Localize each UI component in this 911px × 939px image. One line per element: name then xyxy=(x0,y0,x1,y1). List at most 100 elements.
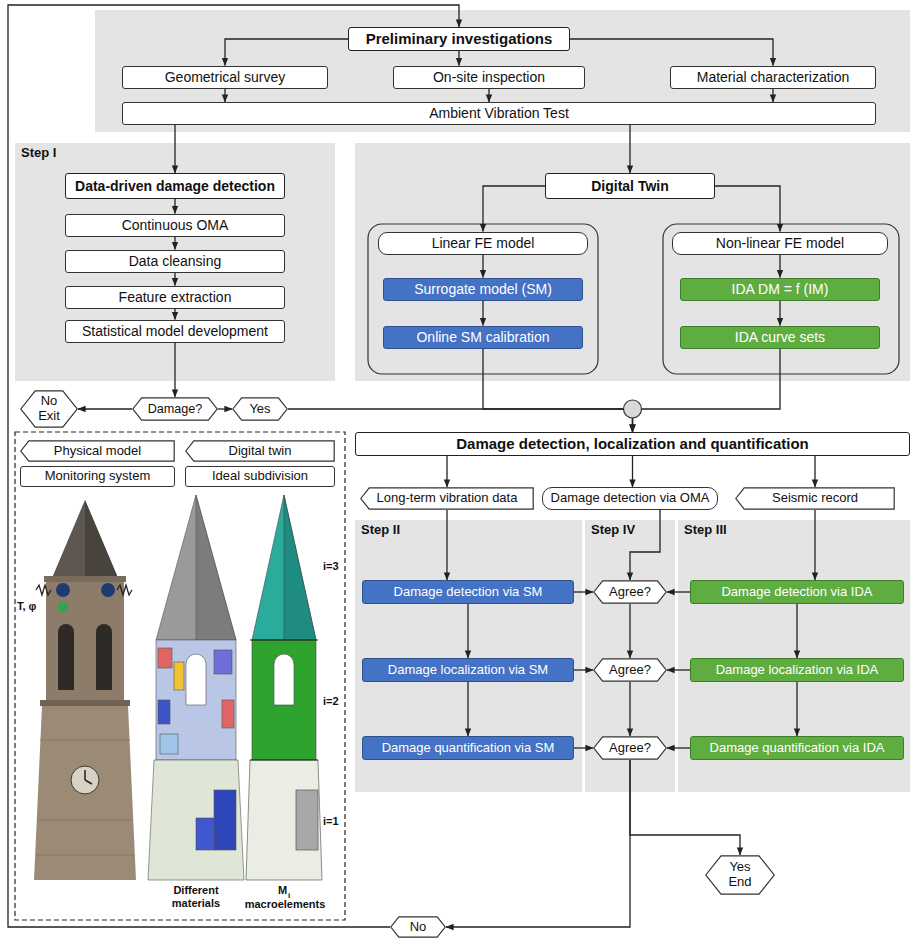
shape-polygon xyxy=(391,917,445,937)
flow-arrow xyxy=(715,186,780,232)
step-panel-ground xyxy=(355,520,582,792)
macroelement-model xyxy=(246,495,322,880)
ida-step: IDA DM = f (IM) xyxy=(680,278,880,301)
heading-box: Data-driven damage detection xyxy=(65,173,285,199)
shape-polygon xyxy=(594,737,666,759)
flow-arrow xyxy=(772,89,773,103)
process-box: Material characterization xyxy=(670,66,876,89)
flow-arrow xyxy=(78,408,132,409)
node-text: Damage? xyxy=(148,402,203,417)
surrogate-step: Surrogate model (SM) xyxy=(383,278,583,301)
annotation-label: T, φ xyxy=(16,600,37,613)
annotation-label: macroelements xyxy=(240,898,330,911)
node-text: Digital twin xyxy=(229,444,292,459)
tower-shaft xyxy=(34,706,136,880)
heading-box: Preliminary investigations xyxy=(348,27,570,51)
shape-polygon xyxy=(706,856,774,894)
heading-box: Digital Twin xyxy=(545,173,715,199)
shaft xyxy=(148,760,244,880)
node-text: Agree? xyxy=(609,663,651,678)
node-text: Damage detection via OMA xyxy=(551,491,710,506)
annotation-label: i=2 xyxy=(323,695,339,708)
ida-step: Damage localization via IDA xyxy=(690,658,904,682)
decision-hexagon: Agree? xyxy=(593,736,667,760)
node-text: Digital Twin xyxy=(591,178,669,194)
flow-arrow xyxy=(174,237,175,250)
window xyxy=(96,624,112,690)
macro-division xyxy=(250,759,318,760)
flow-arrow xyxy=(796,682,797,736)
spire-shade xyxy=(284,495,316,640)
belfry xyxy=(252,640,316,760)
flow-arrow xyxy=(174,309,175,320)
node-text: Statistical model development xyxy=(82,323,268,339)
material-patch xyxy=(174,662,184,690)
flow-arrow xyxy=(629,682,630,736)
ida-step: Damage quantification via IDA xyxy=(690,736,904,760)
process-box: Ambient Vibration Test xyxy=(122,102,876,125)
decision-hexagon: No Exit xyxy=(20,390,78,428)
window xyxy=(58,624,74,690)
surrogate-step: Online SM calibration xyxy=(383,326,583,349)
surrogate-step: Damage quantification via SM xyxy=(362,736,574,760)
node-text: Non-linear FE model xyxy=(716,235,844,251)
material-patch xyxy=(158,700,170,724)
spire-shade xyxy=(196,495,236,640)
top-band xyxy=(95,10,910,132)
flow-arrow xyxy=(225,39,348,66)
node-text: Online SM calibration xyxy=(416,329,549,345)
decision-hexagon: Yes End xyxy=(705,855,775,895)
flow-arrow xyxy=(174,273,175,286)
spire xyxy=(252,495,316,640)
shape-polygon xyxy=(133,398,217,420)
process-box: Feature extraction xyxy=(65,286,285,309)
clock-hands xyxy=(85,770,92,784)
shape-polygon xyxy=(21,441,174,461)
flow-arrow xyxy=(467,682,468,736)
flow-arrow xyxy=(446,456,447,487)
flow-arrow xyxy=(630,760,740,855)
decision-hexagon: No xyxy=(390,916,446,938)
merge-junction xyxy=(624,400,642,418)
flow-arrow xyxy=(482,301,483,326)
flow-arrow xyxy=(8,5,459,927)
decision-hexagon: Yes xyxy=(232,397,288,421)
node-text: On-site inspection xyxy=(433,69,545,85)
masonry-line xyxy=(40,740,130,741)
node-text: Monitoring system xyxy=(45,469,150,484)
flow-arrow xyxy=(574,669,593,670)
flow-arrow xyxy=(574,591,593,592)
flow-arrow xyxy=(667,669,690,670)
flow-arrow xyxy=(667,747,690,748)
process-box: Damage detection via OMA xyxy=(542,487,718,510)
model-heading: Non-linear FE model xyxy=(672,232,888,255)
process-box: Data cleansing xyxy=(65,250,285,273)
node-text: Ambient Vibration Test xyxy=(429,105,569,121)
material-patch xyxy=(214,650,232,674)
node-text: Ideal subdivision xyxy=(212,469,308,484)
flow-arrow xyxy=(629,125,630,173)
node-text: IDA DM = f (IM) xyxy=(732,281,829,297)
shape-polygon xyxy=(186,441,334,461)
node-text: Damage quantification via IDA xyxy=(710,741,885,756)
tower-photo xyxy=(34,500,136,880)
step-panel: Step III Damage detection via IDA Damage l… xyxy=(678,520,910,792)
cornice xyxy=(40,700,130,706)
flow-arrow xyxy=(629,604,630,658)
materials-model xyxy=(148,495,244,880)
node-text: Preliminary investigations xyxy=(366,30,553,47)
macro-division xyxy=(250,639,318,640)
accelerometer xyxy=(101,583,115,597)
process-box: Geometrical survey xyxy=(122,66,328,89)
material-patch xyxy=(214,790,236,850)
node-text: Step III xyxy=(684,523,727,538)
node-text: No xyxy=(410,920,427,935)
belfry xyxy=(46,582,124,700)
ida-step: Damage detection via IDA xyxy=(690,580,904,604)
process-box: Ideal subdivision xyxy=(185,466,335,487)
input-flag: Physical model xyxy=(20,440,175,462)
heading-box: Damage detection, localization and quant… xyxy=(355,432,910,456)
node-text: Physical model xyxy=(54,444,141,459)
flow-arrow xyxy=(779,301,780,326)
